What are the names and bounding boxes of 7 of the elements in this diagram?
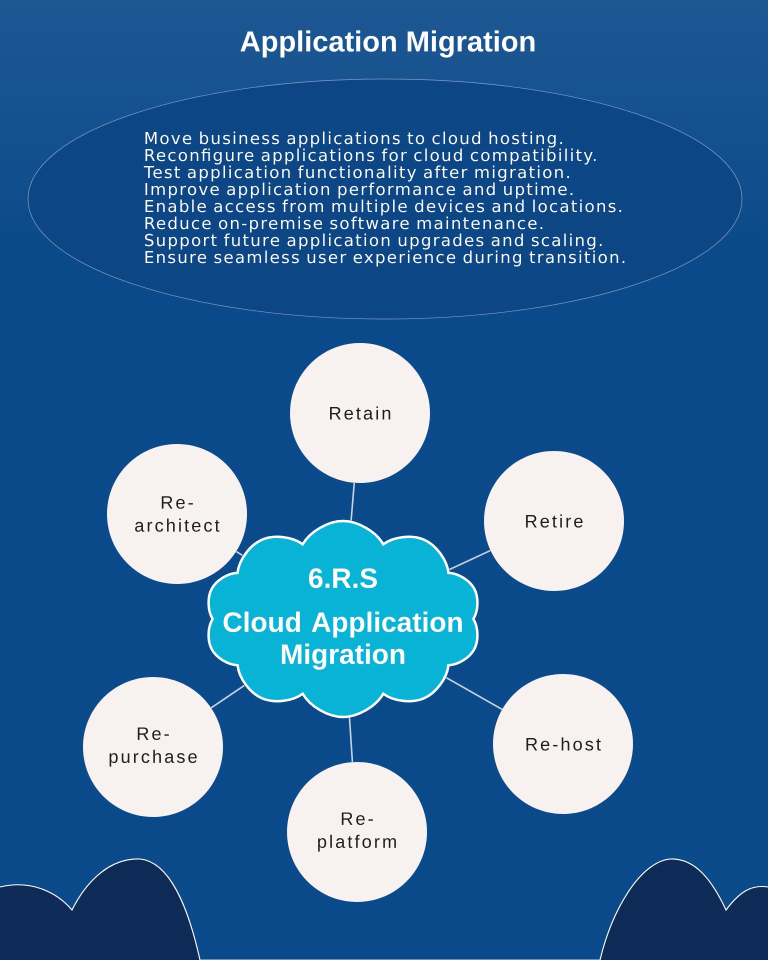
connector-line — [446, 677, 502, 710]
connector-line — [350, 482, 356, 521]
title: Application Migration — [240, 30, 534, 58]
connector-line — [210, 684, 245, 708]
connector-line — [236, 550, 243, 556]
connector-line — [448, 550, 491, 570]
connector-line — [348, 718, 354, 762]
